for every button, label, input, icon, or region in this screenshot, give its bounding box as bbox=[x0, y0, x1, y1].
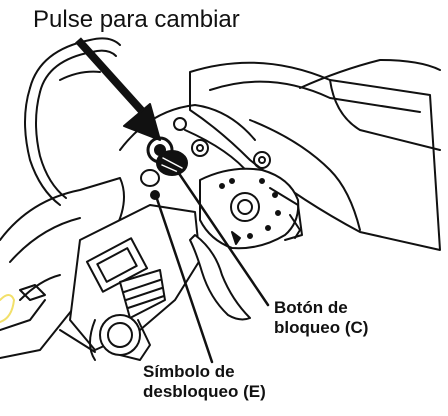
lock-button-callout-line1: Botón de bbox=[274, 298, 348, 317]
unlock-symbol-callout: Símbolo de desbloqueo (E) bbox=[143, 362, 266, 403]
lock-button bbox=[140, 136, 188, 200]
unlock-symbol-callout-line2: desbloqueo (E) bbox=[143, 382, 266, 402]
press-arrow-head bbox=[123, 103, 161, 141]
unlock-symbol-callout-line1: Símbolo de bbox=[143, 362, 235, 381]
cutter-head bbox=[199, 167, 303, 250]
lock-button-callout: Botón de bloqueo (C) bbox=[274, 298, 368, 339]
grip-body bbox=[59, 204, 201, 361]
cable-loop bbox=[24, 37, 121, 206]
screws bbox=[173, 117, 271, 169]
left-housing bbox=[0, 177, 125, 359]
leader-line-unlock-symbol bbox=[154, 194, 214, 364]
lock-button-callout-line2: bloqueo (C) bbox=[274, 318, 369, 338]
trigger bbox=[189, 234, 251, 321]
press-arrow bbox=[75, 37, 153, 123]
tool-housing bbox=[119, 59, 441, 251]
instruction-title: Pulse para cambiar bbox=[33, 6, 240, 33]
leader-line-lock-button bbox=[176, 170, 270, 307]
